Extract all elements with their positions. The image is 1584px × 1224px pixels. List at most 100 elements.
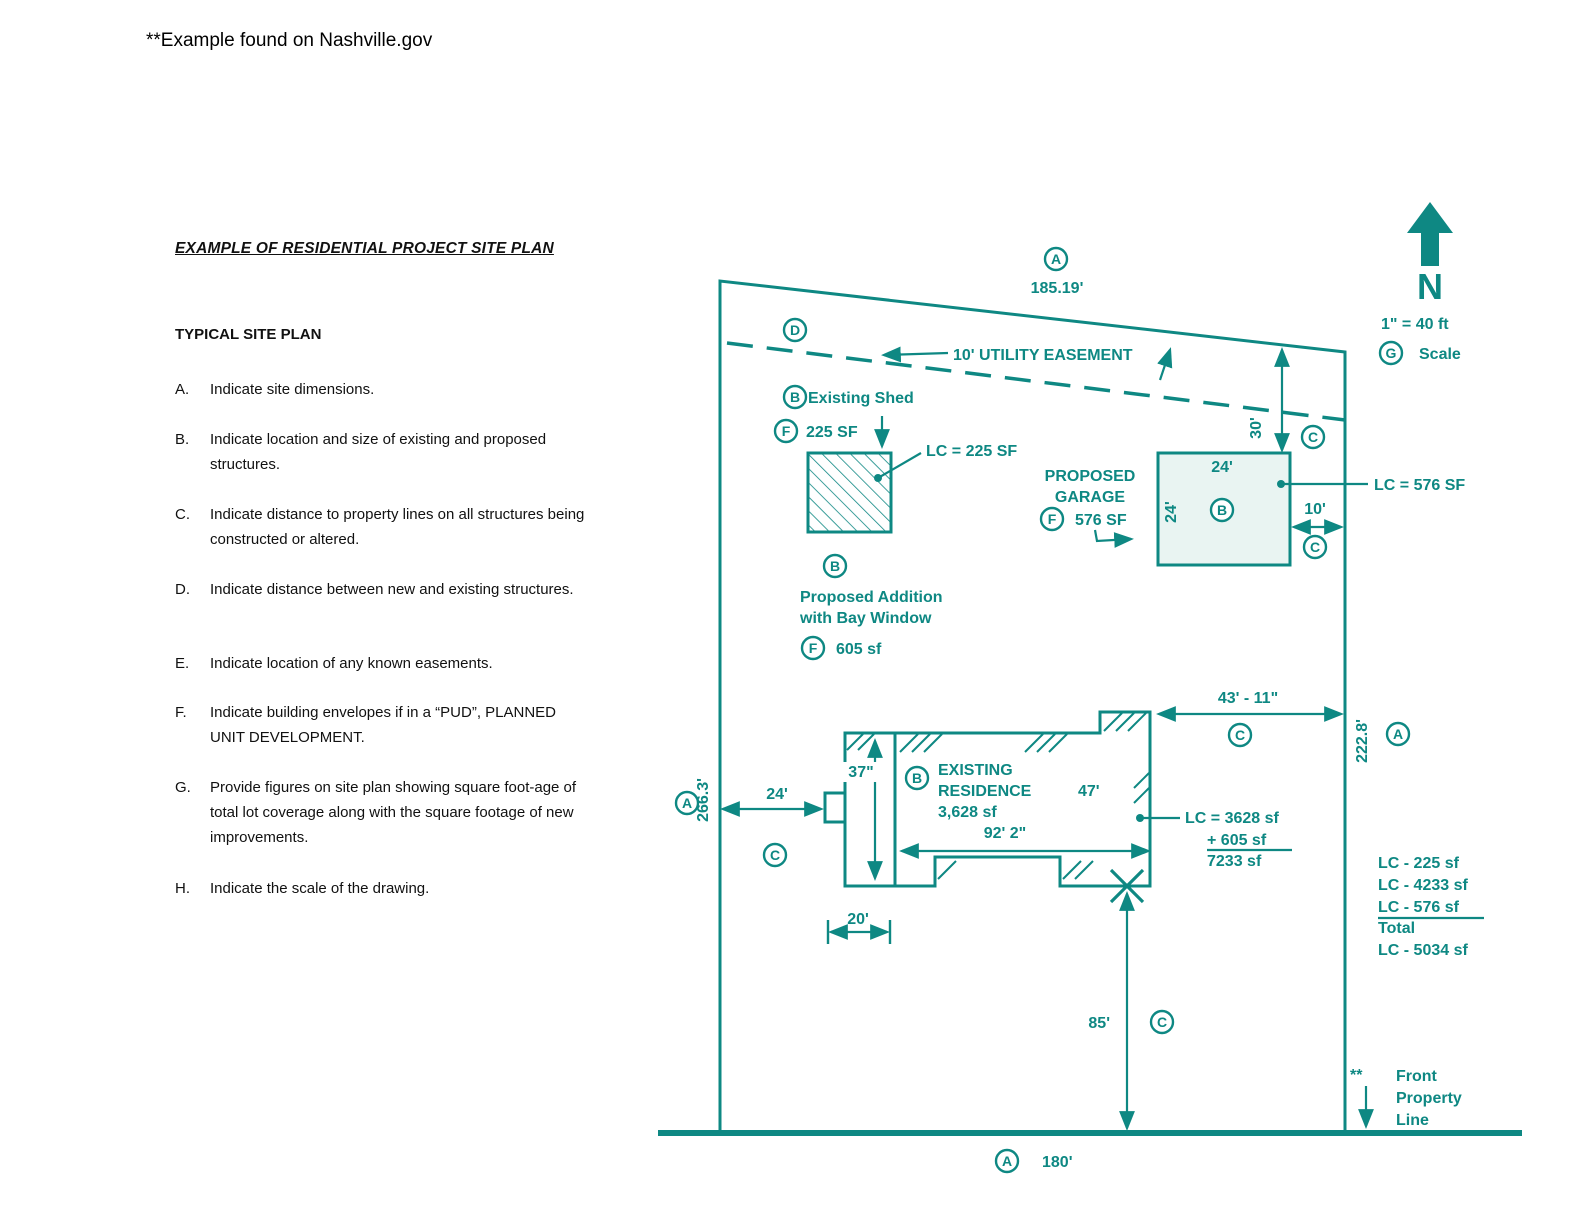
right-dimension-label: 222.8' — [1354, 719, 1371, 763]
addition-title-line1: Proposed Addition — [800, 589, 943, 606]
item-text: Indicate site dimensions. — [210, 381, 375, 398]
garage-title-line2: GARAGE — [1055, 489, 1126, 506]
svg-text:F: F — [782, 423, 791, 439]
svg-text:C: C — [1157, 1014, 1167, 1030]
badge-f-garage: F — [1039, 506, 1065, 532]
svg-text:C: C — [1310, 539, 1320, 555]
north-letter: N — [1417, 266, 1443, 307]
residence-x-mark — [1109, 868, 1145, 904]
residence-depth-label: 47' — [1078, 783, 1100, 800]
residence-lc-line1: LC = 3628 sf — [1185, 810, 1280, 827]
badge-b-garage: B — [1209, 497, 1235, 523]
svg-text:LC - 576 sf: LC - 576 sf — [1378, 899, 1460, 916]
item-letter: E. — [175, 655, 190, 672]
scale-value: 1" = 40 ft — [1381, 316, 1449, 333]
item-text: Indicate location and size of existing a… — [210, 431, 547, 473]
list-item-h: H. Indicate the scale of the drawing. — [175, 876, 595, 901]
north-arrow-icon — [1407, 202, 1453, 266]
svg-text:LC - 5034 sf: LC - 5034 sf — [1378, 942, 1468, 959]
bay-width-label: 37" — [848, 764, 873, 781]
list-item-a: A. Indicate site dimensions. — [175, 377, 595, 402]
item-text: Indicate distance to property lines on a… — [210, 506, 585, 548]
section-title: TYPICAL SITE PLAN — [175, 326, 322, 343]
badge-c-left: C — [762, 842, 788, 868]
garage-gap-top-label: 30' — [1248, 417, 1265, 439]
shed-outline — [806, 416, 922, 534]
shed-area-label: 225 SF — [806, 424, 858, 441]
shed-title: Existing Shed — [808, 390, 914, 407]
addition-area-label: 605 sf — [836, 641, 882, 658]
residence-dimensions — [720, 706, 1344, 1131]
item-text: Provide figures on site plan showing squ… — [210, 779, 577, 846]
garage-depth-label: 24' — [1163, 501, 1180, 523]
list-item-c: C. Indicate distance to property lines o… — [175, 502, 595, 552]
residence-title-line2: RESIDENCE — [938, 783, 1032, 800]
front-note-line2: Property — [1396, 1090, 1462, 1107]
badge-f-shed: F — [773, 418, 799, 444]
svg-text:B: B — [830, 558, 840, 574]
badge-a-top: A — [1043, 246, 1069, 272]
utility-easement-line — [726, 341, 1346, 422]
item-text: Indicate distance between new and existi… — [210, 581, 574, 598]
badge-a-right: A — [1385, 721, 1411, 747]
addition-title-line2: with Bay Window — [799, 610, 932, 627]
item-letter: B. — [175, 431, 190, 448]
front-setback-label: 85' — [1088, 1015, 1110, 1032]
badge-b-shed: B — [782, 384, 808, 410]
list-item-b: B. Indicate location and size of existin… — [175, 427, 595, 477]
shed-lc-label: LC = 225 SF — [926, 443, 1017, 460]
badge-c-85: C — [1149, 1009, 1175, 1035]
residence-area-label: 3,628 sf — [938, 804, 997, 821]
svg-text:A: A — [682, 795, 692, 811]
front-note-line1: Front — [1396, 1068, 1438, 1085]
source-note: **Example found on Nashville.gov — [146, 30, 433, 51]
bottom-dimension-label: 180' — [1042, 1154, 1073, 1171]
svg-text:D: D — [790, 322, 800, 338]
garage-setback-dimensions — [1274, 347, 1344, 535]
porch-dimension-label: 20' — [847, 911, 869, 928]
side-yard-dimension-label: 43' - 11" — [1218, 690, 1278, 707]
garage-lc-label: LC = 576 SF — [1374, 477, 1465, 494]
svg-text:LC - 4233 sf: LC - 4233 sf — [1378, 877, 1468, 894]
svg-text:C: C — [1235, 727, 1245, 743]
left-setback-label: 24' — [766, 786, 788, 803]
badge-a-bottom: A — [994, 1148, 1020, 1174]
item-letter: G. — [175, 779, 191, 796]
residence-title-line1: EXISTING — [938, 762, 1013, 779]
item-text: Indicate the scale of the drawing. — [210, 880, 430, 897]
item-letter: F. — [175, 704, 187, 721]
svg-text:Total: Total — [1378, 920, 1415, 937]
lot-coverage-totals: LC - 225 sf LC - 4233 sf LC - 576 sf Tot… — [1378, 855, 1484, 959]
garage-gap-right-label: 10' — [1304, 501, 1326, 518]
front-note-line3: Line — [1396, 1112, 1429, 1129]
garage-area-label: 576 SF — [1075, 512, 1127, 529]
item-text: Indicate location of any known easements… — [210, 655, 493, 672]
list-item-e: E. Indicate location of any known easeme… — [175, 651, 595, 676]
property-boundary — [718, 279, 1347, 1133]
instructions-panel: EXAMPLE OF RESIDENTIAL PROJECT SITE PLAN… — [175, 240, 615, 960]
badge-c-garage-top: C — [1300, 424, 1326, 450]
svg-text:C: C — [770, 847, 780, 863]
svg-text:C: C — [1308, 429, 1318, 445]
residence-hatch-marks — [846, 712, 1150, 880]
badge-a-left: A — [674, 790, 700, 816]
residence-outline — [823, 710, 1152, 888]
svg-text:A: A — [1393, 726, 1403, 742]
top-dimension-label: 185.19' — [1031, 280, 1084, 297]
residence-width-label: 92' 2" — [984, 825, 1027, 842]
badge-d: D — [782, 317, 808, 343]
svg-text:A: A — [1002, 1153, 1012, 1169]
item-letter: D. — [175, 581, 190, 598]
badge-b-addition: B — [822, 553, 848, 579]
list-item-d: D. Indicate distance between new and exi… — [175, 577, 595, 602]
left-dimension-label: 266.3' — [695, 778, 712, 822]
svg-text:LC - 225 sf: LC - 225 sf — [1378, 855, 1460, 872]
garage-width-label: 24' — [1211, 459, 1233, 476]
svg-text:B: B — [912, 770, 922, 786]
item-text: Indicate building envelopes if in a “PUD… — [210, 704, 557, 746]
item-letter: H. — [175, 880, 190, 897]
list-item-g: G. Provide figures on site plan showing … — [175, 775, 595, 850]
item-letter: A. — [175, 381, 190, 398]
badge-c-garage-right: C — [1302, 534, 1328, 560]
